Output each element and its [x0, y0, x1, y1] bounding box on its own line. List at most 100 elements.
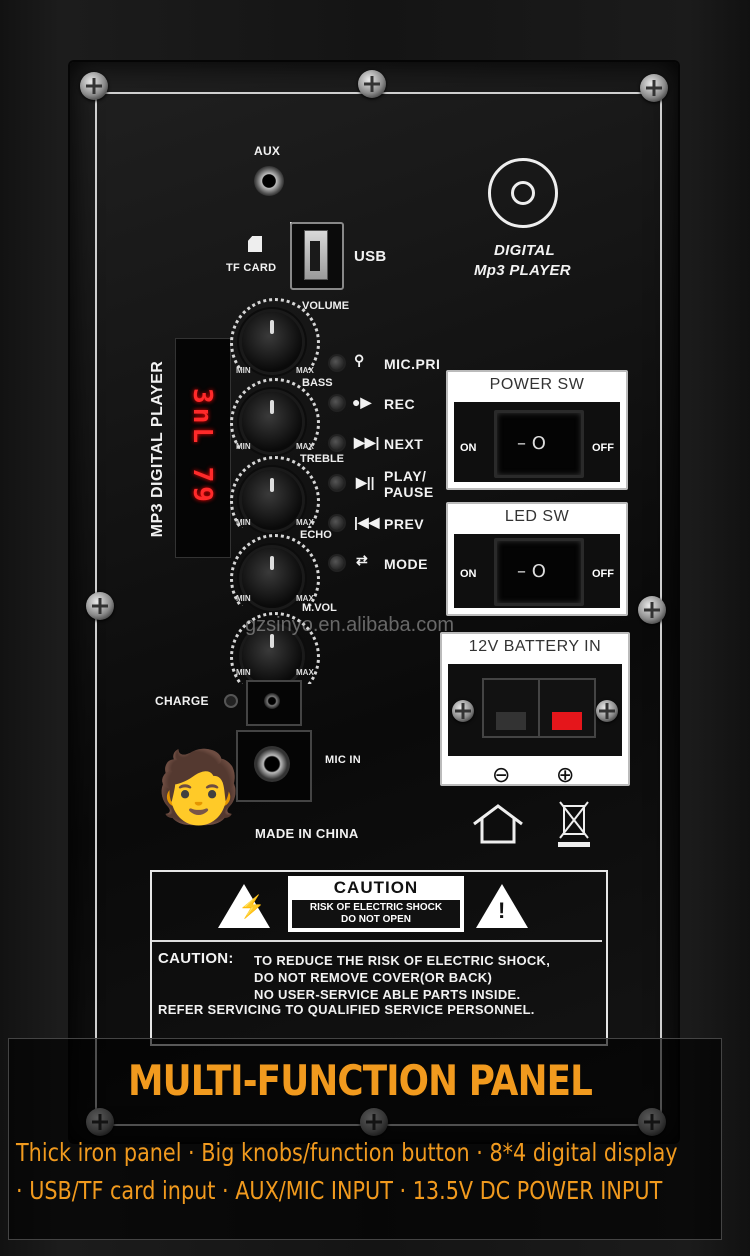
min-label: MIN — [236, 518, 251, 527]
charge-label: CHARGE — [155, 694, 209, 708]
treble-knob[interactable] — [234, 462, 310, 538]
sd-card-icon — [248, 236, 262, 252]
house-icon — [473, 804, 523, 844]
min-label: MIN — [236, 442, 251, 451]
mode-button[interactable] — [330, 556, 344, 570]
prev-button[interactable] — [330, 516, 344, 530]
screw-icon — [452, 700, 474, 722]
screw-icon — [638, 596, 666, 624]
led-on-label: ON — [460, 568, 477, 580]
logo-line2: Mp3 PLAYER — [474, 262, 571, 279]
power-rocker-switch[interactable]: – O — [494, 410, 584, 478]
volume-knob[interactable] — [234, 304, 310, 380]
power-switch-plate: POWER SW ON – O OFF — [446, 370, 628, 490]
power-on-label: ON — [460, 442, 477, 454]
mic-in-jack[interactable] — [236, 730, 312, 802]
prev-icon: |◀◀ — [354, 514, 380, 530]
caution-line3: NO USER-SERVICE ABLE PARTS INSIDE. — [254, 987, 521, 1002]
caution-label-box: CAUTION RISK OF ELECTRIC SHOCK DO NOT OP… — [288, 876, 464, 932]
warning-divider — [152, 940, 602, 942]
battery-title: 12V BATTERY IN — [468, 638, 602, 655]
caution-head: CAUTION: — [158, 950, 234, 967]
max-label: MAX — [296, 442, 314, 451]
mic-pri-button[interactable] — [330, 356, 344, 370]
screw-icon — [640, 74, 668, 102]
pause-label: PAUSE — [384, 484, 434, 500]
knob-label-bass: BASS — [302, 377, 333, 389]
caution-line4: REFER SERVICING TO QUALIFIED SERVICE PER… — [158, 1002, 535, 1017]
negative-terminal[interactable] — [482, 678, 540, 738]
min-label: MIN — [236, 668, 251, 677]
knob-scale — [230, 378, 320, 450]
knob-label-echo: ECHO — [300, 529, 332, 541]
aux-jack[interactable] — [254, 166, 284, 196]
record-icon: ●▶ — [352, 394, 372, 410]
screw-icon — [86, 592, 114, 620]
play-pause-icon: ▶|| — [356, 474, 375, 490]
knob-scale — [230, 612, 320, 684]
next-button[interactable] — [330, 436, 344, 450]
screw-icon — [358, 70, 386, 98]
mode-icon: ⇄ — [356, 552, 368, 568]
bass-knob[interactable] — [234, 384, 310, 460]
screw-icon — [596, 700, 618, 722]
dc-power-jack[interactable] — [246, 680, 302, 726]
plus-icon: ⊕ — [556, 762, 575, 787]
tf-card-label: TF CARD — [226, 262, 277, 274]
logo-line1: DIGITAL — [494, 242, 555, 259]
mic-pri-label: MIC.PRI — [384, 356, 441, 372]
caution-line1: TO REDUCE THE RISK OF ELECTRIC SHOCK, — [254, 953, 551, 968]
rec-label: REC — [384, 396, 416, 412]
banner-line1: Thick iron panel · Big knobs/function bu… — [16, 1138, 678, 1167]
positive-terminal[interactable] — [538, 678, 596, 738]
echo-knob[interactable] — [234, 540, 310, 616]
next-icon: ▶▶| — [354, 434, 380, 450]
led-switch-title: LED SW — [504, 508, 570, 525]
led-display — [175, 338, 231, 558]
max-label: MAX — [296, 366, 314, 375]
caution-title: CAUTION — [333, 878, 419, 897]
max-label: MAX — [296, 518, 314, 527]
caution-sub1: RISK OF ELECTRIC SHOCK — [309, 902, 443, 913]
led-display-text: 3nL 79 — [187, 388, 218, 506]
mic-icon: ⚲ — [354, 352, 365, 368]
knob-label-mvol: M.VOL — [302, 602, 337, 614]
caution-sub2: DO NOT OPEN — [340, 914, 411, 925]
led-switch-plate: LED SW ON – O OFF — [446, 502, 628, 616]
rec-button[interactable] — [330, 396, 344, 410]
screw-icon — [80, 72, 108, 100]
banner-title: MULTI-FUNCTION PANEL — [127, 1056, 593, 1105]
banner-line2: · USB/TF card input · AUX/MIC INPUT · 13… — [16, 1176, 663, 1205]
watermark: gzsinyo.en.alibaba.com — [245, 614, 455, 636]
knob-scale — [230, 534, 320, 606]
singer-icon: 🧑 — [155, 748, 243, 826]
power-off-label: OFF — [592, 442, 614, 454]
feature-banner — [8, 1038, 722, 1240]
knob-label-treble: TREBLE — [300, 453, 344, 465]
mode-label: MODE — [384, 556, 428, 572]
prev-label: PREV — [384, 516, 425, 532]
vertical-title: MP3 DIGITAL PLAYER — [149, 360, 166, 538]
max-label: MAX — [296, 668, 314, 677]
led-off-label: OFF — [592, 568, 614, 580]
disc-icon — [488, 158, 558, 228]
play-pause-button[interactable] — [330, 476, 344, 490]
knob-label-volume: VOLUME — [302, 300, 350, 312]
exclamation-warning-icon: ! — [476, 884, 528, 928]
made-in-label: MADE IN CHINA — [255, 826, 359, 841]
aux-label: AUX — [254, 144, 281, 158]
minus-icon: ⊖ — [492, 762, 511, 787]
min-label: MIN — [236, 594, 251, 603]
knob-scale — [230, 456, 320, 528]
led-display-text-wrap: 3nL 79 — [175, 338, 229, 556]
knob-scale — [230, 298, 320, 370]
power-switch-title: POWER SW — [489, 376, 585, 393]
usb-port[interactable] — [290, 222, 344, 290]
weee-bin-icon — [558, 801, 590, 847]
led-rocker-switch[interactable]: – O — [494, 538, 584, 606]
battery-plate: 12V BATTERY IN ⊖ ⊕ — [440, 632, 630, 787]
shock-warning-icon: ⚡ — [218, 884, 270, 928]
caution-line2: DO NOT REMOVE COVER(OR BACK) — [254, 970, 493, 985]
charge-led — [226, 696, 236, 706]
next-label: NEXT — [384, 436, 424, 452]
